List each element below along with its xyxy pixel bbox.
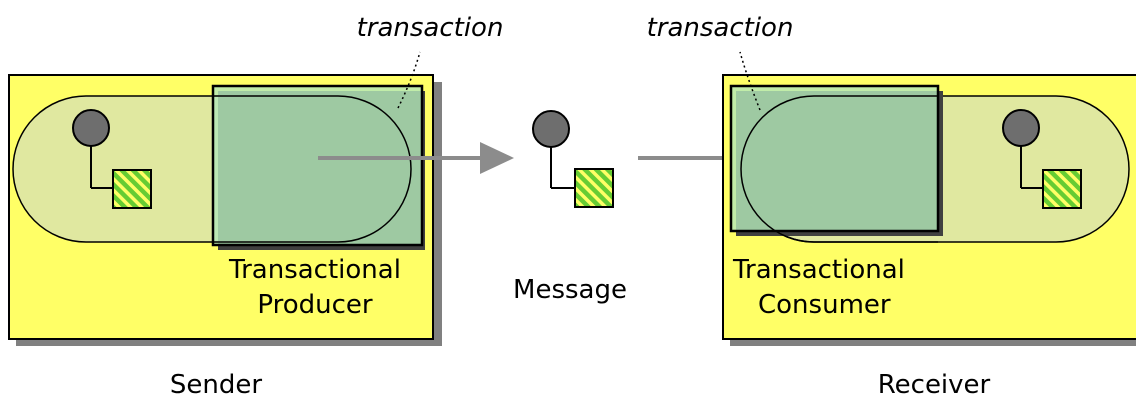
- receiver-component-line2: Consumer: [758, 290, 891, 320]
- sender-transaction-label: transaction: [357, 13, 504, 43]
- receiver-transaction-label: transaction: [647, 13, 794, 43]
- sender-component-line1: Transactional: [228, 255, 401, 285]
- sender-transaction-box: [211, 84, 424, 247]
- sender-system: Transactional Producer: [8, 74, 442, 346]
- receiver-transaction-box: [729, 84, 940, 233]
- receiver-message-icon: [1002, 109, 1082, 209]
- sender-transaction-callout: transaction: [357, 13, 504, 109]
- receiver-system: Transactional Consumer: [722, 74, 1136, 346]
- producer-arrow-icon: [318, 142, 514, 174]
- sender-component-line2: Producer: [257, 290, 373, 320]
- sender-message-icon: [72, 109, 152, 209]
- receiver-component-line1: Transactional: [732, 255, 905, 285]
- receiver-label: Receiver: [878, 370, 991, 400]
- message-icon: [532, 110, 614, 208]
- sender-label: Sender: [170, 370, 262, 400]
- message-label: Message: [513, 275, 627, 305]
- receiver-transaction-callout: transaction: [647, 13, 794, 111]
- sender-channel-outline: [213, 95, 412, 243]
- receiver-channel-outline: [740, 95, 938, 243]
